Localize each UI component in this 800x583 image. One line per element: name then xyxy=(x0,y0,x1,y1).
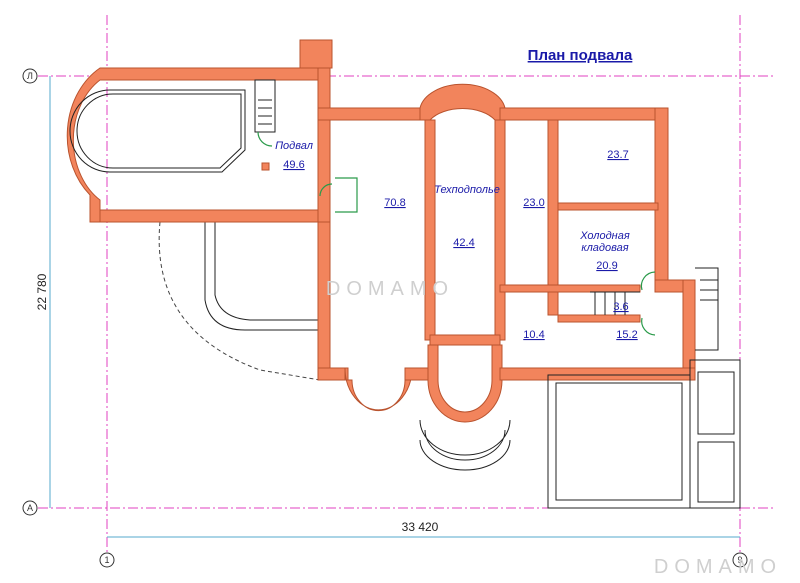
entrance-steps xyxy=(419,419,511,471)
axis-label-l: Л xyxy=(27,71,33,81)
room-area-9: 15.2 xyxy=(616,329,637,341)
watermark-center: DOMAMO xyxy=(326,278,454,300)
door-swing xyxy=(257,131,273,147)
watermark-corner: DOMAMO xyxy=(654,556,782,578)
chimney-block xyxy=(299,39,333,69)
axis-bubble-a xyxy=(22,500,38,516)
pool-inner xyxy=(76,93,242,169)
axis-bubble-1 xyxy=(99,552,115,568)
interior-wall-4 xyxy=(557,202,659,211)
axis-label-9: 9 xyxy=(737,555,742,565)
right-wall xyxy=(654,107,669,289)
axis-bubble-9 xyxy=(732,552,748,568)
interior-wall-6 xyxy=(557,314,641,323)
main-top-wall-right xyxy=(499,107,669,121)
dimension-width: 33 420 xyxy=(402,520,439,534)
stair-steps xyxy=(258,99,272,125)
bay-window-wall-2 xyxy=(427,344,503,423)
storage-doors xyxy=(640,271,656,336)
column xyxy=(261,162,270,171)
inner-stairs xyxy=(590,291,640,315)
room-name-storage-line2: кладовая xyxy=(581,242,628,254)
annex-outline xyxy=(547,374,691,509)
room-name-tekhpodpolye: Техподполье xyxy=(434,184,500,196)
dimension-height: 22 780 xyxy=(35,273,49,310)
bottom-wall-left xyxy=(317,367,349,381)
annex-cell-1 xyxy=(697,371,735,435)
axis-bubble-l xyxy=(22,68,38,84)
interior-wall-7 xyxy=(429,334,501,346)
bottom-wall-right xyxy=(499,367,696,381)
stairs xyxy=(254,79,276,133)
tower-arc-wall xyxy=(419,83,506,121)
room-area-8: 10.4 xyxy=(523,329,544,341)
interior-wall-3 xyxy=(547,119,559,316)
pool xyxy=(69,89,246,173)
room-area-7: 3.6 xyxy=(613,301,628,313)
interior-wall-5 xyxy=(499,284,641,293)
annex-cell-2 xyxy=(697,441,735,503)
room-area-storage: 20.9 xyxy=(596,260,617,272)
room-name-storage-text: Холодная xyxy=(579,230,630,242)
annex-side xyxy=(689,359,741,509)
room-area-podval: 49.6 xyxy=(283,159,304,171)
axis-label-a: А xyxy=(27,503,33,513)
terrace-wall-inner xyxy=(214,222,318,321)
room-area-2: 70.8 xyxy=(384,197,405,209)
outer-stairs xyxy=(695,267,719,351)
entry-door xyxy=(319,177,358,213)
interior-wall-1 xyxy=(424,119,436,341)
main-top-wall-left xyxy=(317,107,429,121)
axis-label-1: 1 xyxy=(104,555,109,565)
bay-window-wall-1 xyxy=(344,367,413,411)
terrace-wall xyxy=(204,222,318,331)
room-area-tekhpodpolye: 42.4 xyxy=(453,237,474,249)
pool-wing-bottom-wall xyxy=(99,209,331,223)
room-area-4: 23.0 xyxy=(523,197,544,209)
terrace-outline xyxy=(158,221,321,381)
left-wall xyxy=(317,221,331,381)
plan-title: План подвала xyxy=(528,47,633,64)
interior-wall-2 xyxy=(494,119,506,341)
pool-wing-right-wall xyxy=(317,67,331,223)
room-area-5: 23.7 xyxy=(607,149,628,161)
room-name-podval: Подвал xyxy=(275,140,313,152)
right-wall-lower xyxy=(682,279,696,381)
annex-inner xyxy=(555,382,683,501)
